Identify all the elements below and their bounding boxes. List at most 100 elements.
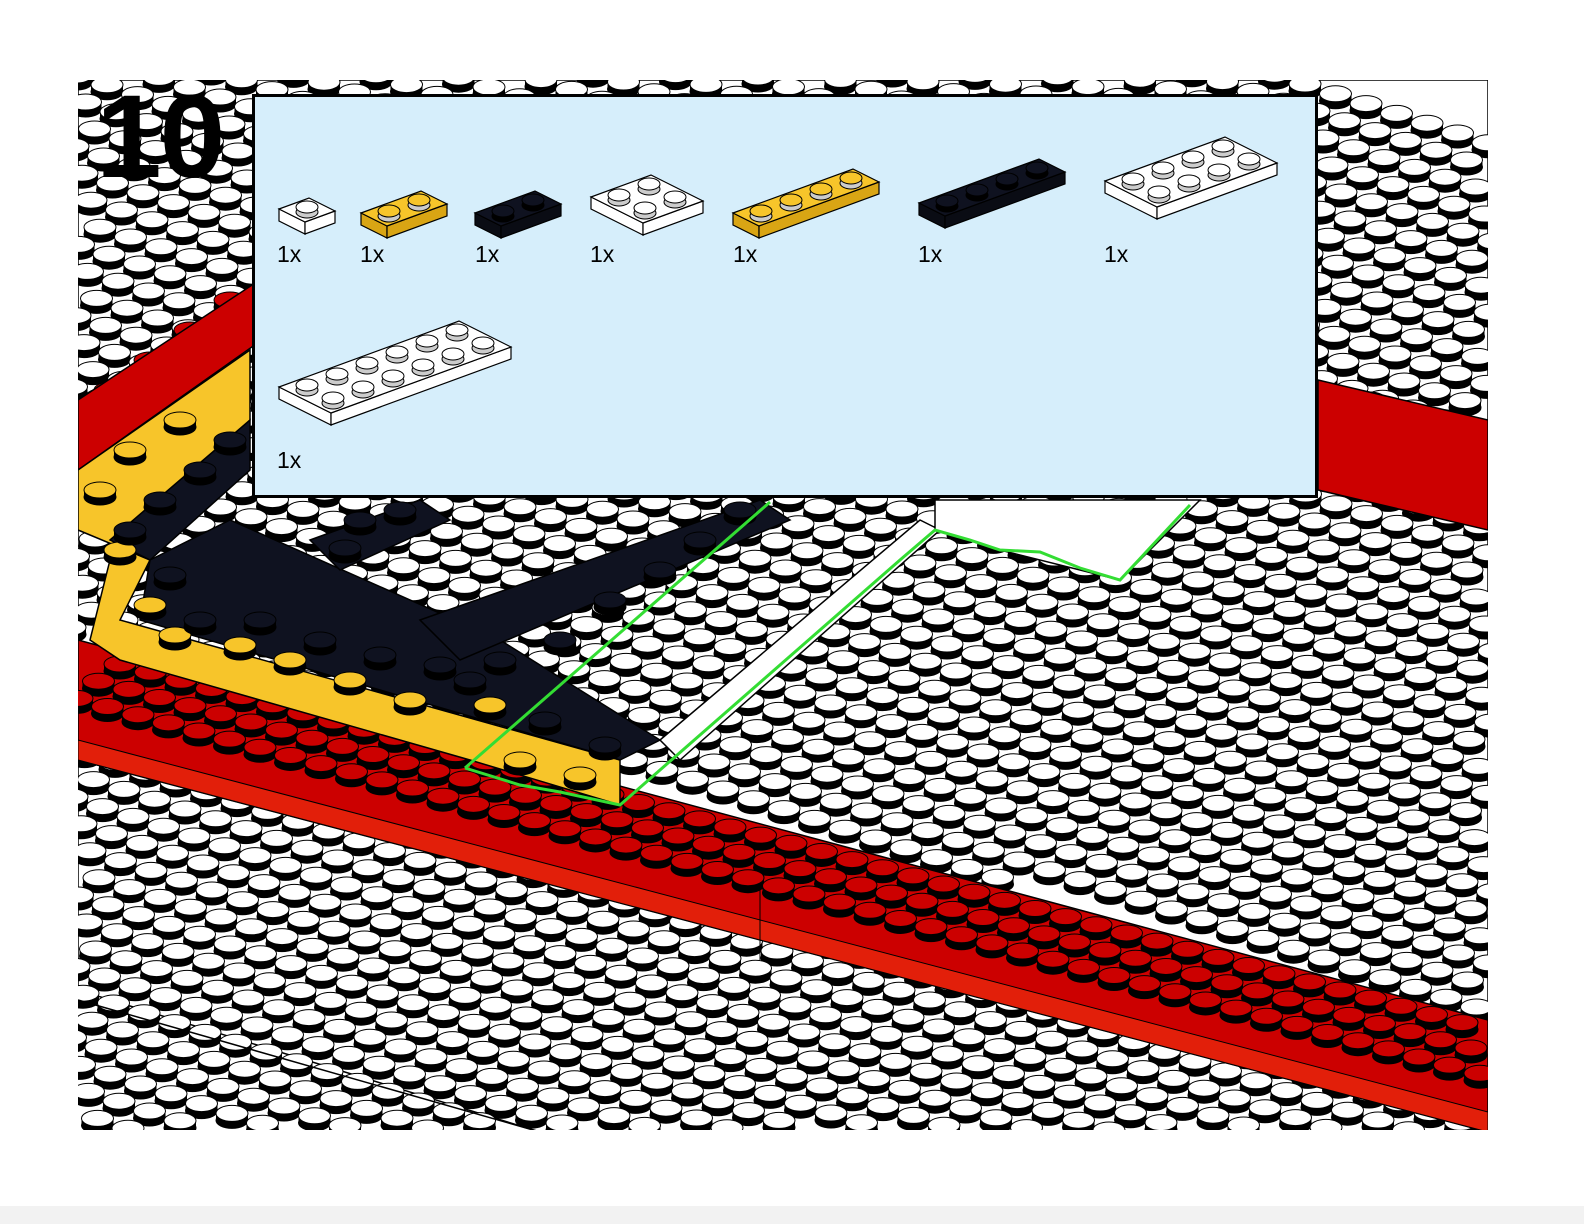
stud <box>304 632 336 655</box>
stud <box>629 1117 661 1140</box>
stud <box>549 821 581 844</box>
stud <box>58 958 90 981</box>
stud <box>1339 960 1371 983</box>
stud <box>61 690 93 713</box>
stud <box>247 1115 279 1138</box>
stud <box>1159 984 1191 1007</box>
stud <box>1403 1049 1435 1072</box>
stud <box>329 1118 361 1141</box>
parts-list-panel: 1x 1x 1x 1x 1x 1x 1x 1x <box>252 94 1318 498</box>
stud <box>976 935 1008 958</box>
stud <box>1125 891 1157 914</box>
stud <box>305 756 337 779</box>
stud <box>59 308 91 331</box>
stud <box>890 840 922 863</box>
stud <box>488 805 520 828</box>
stud <box>641 845 673 868</box>
stud <box>214 432 246 455</box>
stud <box>381 1110 413 1133</box>
stud <box>1197 1107 1229 1130</box>
stud <box>519 813 551 836</box>
stud <box>84 482 116 505</box>
stud <box>64 1056 96 1079</box>
part-qty-5: 1x <box>733 243 757 266</box>
stud <box>799 810 831 833</box>
part-qty-7: 1x <box>1104 243 1128 266</box>
stud <box>336 764 368 787</box>
stud <box>580 829 612 852</box>
stud <box>1281 1016 1313 1039</box>
stud <box>1098 968 1130 991</box>
stud <box>134 597 166 620</box>
stud <box>274 652 306 675</box>
stud <box>589 737 621 760</box>
stud <box>67 575 99 598</box>
step-number: 10 <box>96 78 223 196</box>
stud <box>366 772 398 795</box>
stud <box>427 788 459 811</box>
part-plate <box>475 191 561 238</box>
stud <box>829 820 861 843</box>
stud <box>397 780 429 803</box>
stud <box>154 567 186 590</box>
stud <box>1342 1033 1374 1056</box>
stud <box>68 335 100 358</box>
stud <box>454 672 486 695</box>
stud <box>153 715 185 738</box>
part-plate <box>279 321 511 425</box>
stud <box>82 1110 114 1133</box>
stud <box>732 870 764 893</box>
stud <box>768 801 800 824</box>
stud <box>1129 976 1161 999</box>
stud <box>114 522 146 545</box>
stud <box>184 462 216 485</box>
stud <box>1373 1041 1405 1064</box>
stud <box>164 412 196 435</box>
stud <box>329 540 361 563</box>
stud <box>1186 911 1218 934</box>
part-plate <box>733 169 879 238</box>
stud <box>928 1117 960 1140</box>
stud <box>224 637 256 660</box>
part-plate <box>1105 137 1277 219</box>
stud <box>598 1108 630 1131</box>
stud <box>183 723 215 746</box>
stud <box>74 843 106 866</box>
stud <box>65 816 97 839</box>
stud <box>646 761 678 784</box>
stud <box>344 512 376 535</box>
stud <box>1247 930 1279 953</box>
part-qty-2: 1x <box>360 243 384 266</box>
part-qty-6: 1x <box>918 243 942 266</box>
part-plate <box>279 198 335 234</box>
stud <box>1037 951 1069 974</box>
stud <box>62 887 94 910</box>
stud <box>1312 1025 1344 1048</box>
stud <box>244 612 276 635</box>
stud <box>61 67 93 90</box>
stud <box>299 1108 331 1131</box>
stud <box>58 548 90 571</box>
stud <box>946 927 978 950</box>
stud <box>1190 992 1222 1015</box>
stud <box>546 1115 578 1138</box>
stud <box>1228 1117 1260 1140</box>
stud <box>394 692 426 715</box>
stud <box>594 592 626 615</box>
stud <box>1434 1057 1466 1080</box>
stud <box>92 699 124 722</box>
stud <box>1278 940 1310 963</box>
stud <box>66 165 98 188</box>
stud <box>164 1113 196 1136</box>
stud <box>1280 1110 1312 1133</box>
stud <box>885 910 917 933</box>
part-qty-4: 1x <box>590 243 614 266</box>
stud <box>846 1115 878 1138</box>
stud <box>529 712 561 735</box>
stud <box>681 1110 713 1133</box>
stud <box>216 1105 248 1128</box>
stud <box>824 894 856 917</box>
stud <box>55 1029 87 1052</box>
stud <box>71 914 103 937</box>
stud <box>184 612 216 635</box>
